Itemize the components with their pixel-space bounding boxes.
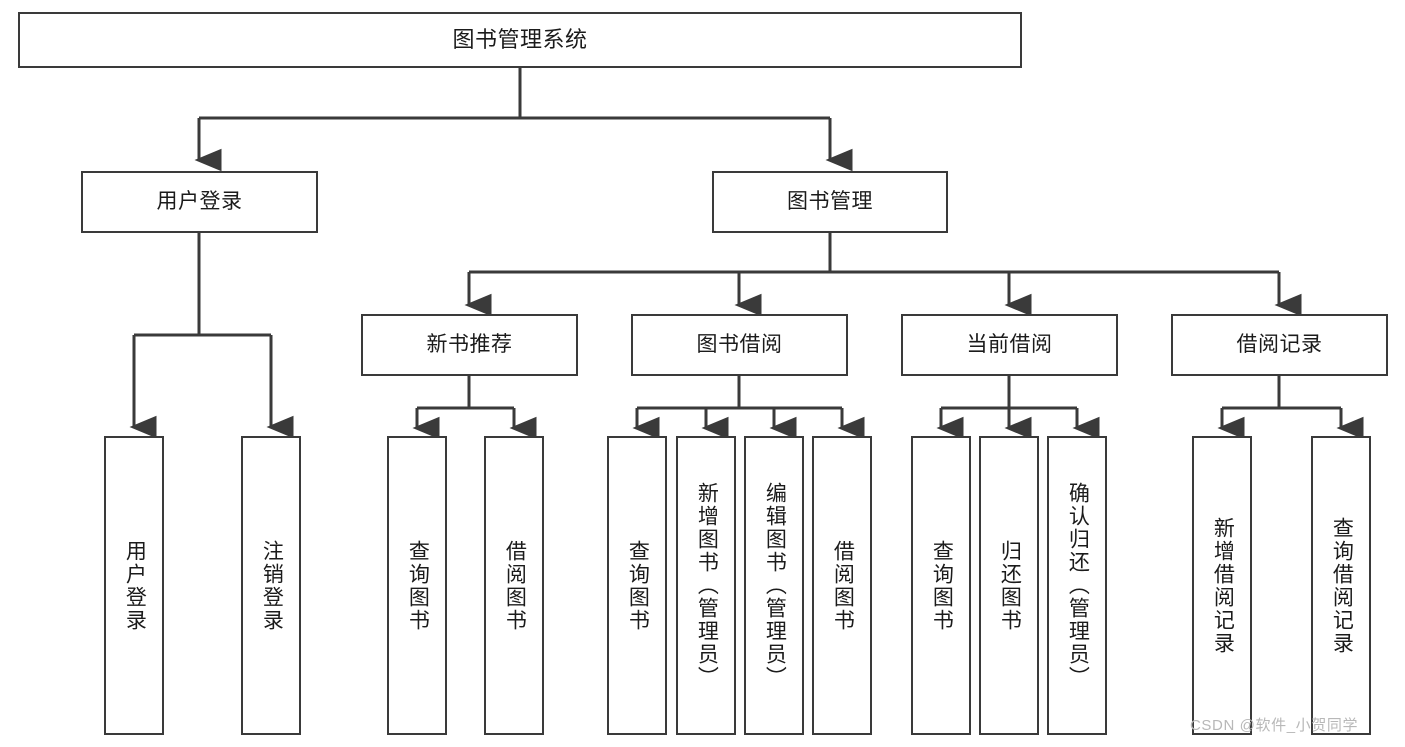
node-leaf-confirm-return-label: 确认归还（管理员） [1066,482,1090,689]
node-new-book-rec-label: 新书推荐 [426,332,513,356]
node-leaf-query-book-2[interactable]: 查询图书 [607,436,667,735]
node-root[interactable]: 图书管理系统 [18,12,1022,68]
node-leaf-return-book-label: 归还图书 [998,539,1022,632]
node-leaf-add-record-label: 新增借阅记录 [1211,516,1235,655]
node-leaf-logout[interactable]: 注销登录 [241,436,301,735]
node-leaf-edit-book-label: 编辑图书（管理员） [763,482,787,689]
node-leaf-query-record[interactable]: 查询借阅记录 [1311,436,1371,735]
node-user-login[interactable]: 用户登录 [81,171,318,233]
node-user-login-label: 用户登录 [156,189,243,213]
node-leaf-borrow-book-1-label: 借阅图书 [503,539,527,632]
node-leaf-add-book-label: 新增图书（管理员） [695,482,719,689]
node-leaf-query-book-3-label: 查询图书 [930,539,954,632]
node-leaf-borrow-book-2-label: 借阅图书 [831,539,855,632]
node-leaf-borrow-book-2[interactable]: 借阅图书 [812,436,872,735]
node-book-manage[interactable]: 图书管理 [712,171,948,233]
node-leaf-add-record[interactable]: 新增借阅记录 [1192,436,1252,735]
node-book-borrow-label: 图书借阅 [696,332,783,356]
node-current-borrow[interactable]: 当前借阅 [901,314,1118,376]
node-leaf-user-login[interactable]: 用户登录 [104,436,164,735]
node-leaf-confirm-return[interactable]: 确认归还（管理员） [1047,436,1107,735]
node-leaf-edit-book[interactable]: 编辑图书（管理员） [744,436,804,735]
csdn-watermark: CSDN @软件_小贺同学 [1190,717,1359,734]
node-leaf-logout-label: 注销登录 [260,539,284,632]
node-leaf-query-book-1-label: 查询图书 [406,539,430,632]
node-leaf-borrow-book-1[interactable]: 借阅图书 [484,436,544,735]
node-leaf-query-book-2-label: 查询图书 [626,539,650,632]
node-book-borrow[interactable]: 图书借阅 [631,314,848,376]
node-book-manage-label: 图书管理 [787,189,873,213]
node-leaf-query-record-label: 查询借阅记录 [1330,516,1354,655]
node-root-label: 图书管理系统 [452,27,588,53]
node-new-book-rec[interactable]: 新书推荐 [361,314,578,376]
node-current-borrow-label: 当前借阅 [966,332,1053,356]
node-leaf-return-book[interactable]: 归还图书 [979,436,1039,735]
node-leaf-user-login-label: 用户登录 [123,539,147,632]
node-leaf-query-book-1[interactable]: 查询图书 [387,436,447,735]
node-leaf-add-book[interactable]: 新增图书（管理员） [676,436,736,735]
node-leaf-query-book-3[interactable]: 查询图书 [911,436,971,735]
node-borrow-record-label: 借阅记录 [1236,332,1323,356]
node-borrow-record[interactable]: 借阅记录 [1171,314,1388,376]
